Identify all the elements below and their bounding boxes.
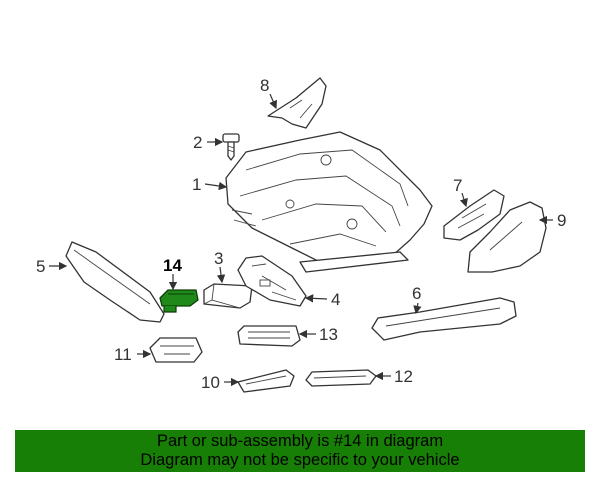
callout-5[interactable]: 5 xyxy=(36,257,45,276)
callout-8[interactable]: 8 xyxy=(260,76,269,95)
callout-labels: 8 2 1 3 4 5 6 7 9 10 11 12 13 14 xyxy=(36,76,566,392)
info-banner: Part or sub-assembly is #14 in diagram D… xyxy=(15,430,585,472)
callout-10[interactable]: 10 xyxy=(201,373,220,392)
banner-line-part: Part or sub-assembly is #14 in diagram xyxy=(156,432,444,450)
callout-14[interactable]: 14 xyxy=(163,256,182,275)
leader-4 xyxy=(304,294,328,303)
callout-13[interactable]: 13 xyxy=(319,325,338,344)
part-13-shape[interactable] xyxy=(237,325,301,347)
callout-9[interactable]: 9 xyxy=(557,211,566,230)
callout-1[interactable]: 1 xyxy=(192,175,201,194)
part-3-shape[interactable] xyxy=(203,283,253,309)
leader-1 xyxy=(204,181,228,191)
leader-3 xyxy=(216,266,226,284)
callout-7[interactable]: 7 xyxy=(453,176,462,195)
part-5-shape[interactable] xyxy=(65,241,165,323)
callout-4[interactable]: 4 xyxy=(331,290,340,309)
part-9-shape[interactable] xyxy=(467,201,547,273)
parts-diagram: 8 2 1 3 4 5 6 7 9 10 11 12 13 14 xyxy=(36,76,566,393)
part-14-shape[interactable] xyxy=(159,289,199,313)
callout-11[interactable]: 11 xyxy=(114,345,132,364)
callout-6[interactable]: 6 xyxy=(412,284,421,303)
callout-2[interactable]: 2 xyxy=(193,133,202,152)
part-6-shape[interactable] xyxy=(371,297,517,341)
part-10-shape[interactable] xyxy=(237,369,295,393)
leader-6 xyxy=(413,302,422,315)
banner-line-disclaimer: Diagram may not be specific to your vehi… xyxy=(140,451,460,469)
part-11-shape[interactable] xyxy=(149,337,203,363)
leader-8 xyxy=(269,93,278,110)
callout-3[interactable]: 3 xyxy=(214,249,223,268)
part-1-shape[interactable] xyxy=(225,131,433,273)
callout-12[interactable]: 12 xyxy=(394,367,413,386)
part-2-shape[interactable] xyxy=(222,133,240,161)
part-12-shape[interactable] xyxy=(305,369,377,387)
part-8-shape[interactable] xyxy=(267,77,327,129)
leader-7 xyxy=(459,192,468,208)
leader-lines xyxy=(49,93,553,387)
part-7-shape[interactable] xyxy=(443,189,505,241)
